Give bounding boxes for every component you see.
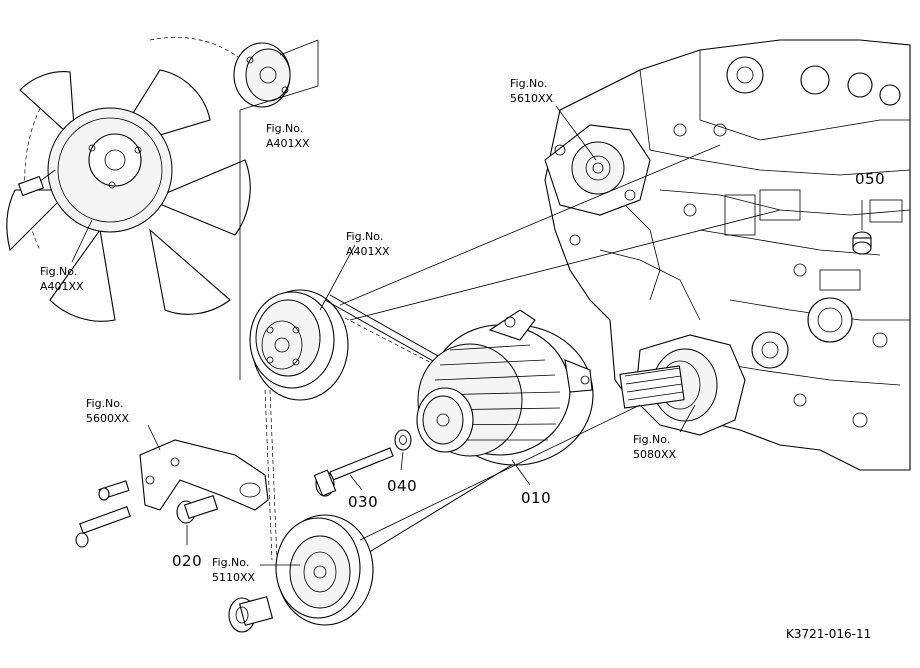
part-number-050: 050 <box>855 170 885 188</box>
crank-bolt <box>228 596 274 633</box>
callout-line1: Fig.No. <box>40 265 77 278</box>
callout-line1: Fig.No. <box>346 230 383 243</box>
callout-line1: Fig.No. <box>266 122 303 135</box>
callout-line2: A401XX <box>266 137 310 150</box>
part-040-washer <box>394 429 412 451</box>
part-number-040: 040 <box>387 477 417 495</box>
drawing-reference: K3721-016-11 <box>786 627 871 641</box>
part-020-bolt <box>176 495 219 524</box>
callout-crank: Fig.No. 5110XX <box>212 556 256 584</box>
crankshaft-pulley <box>275 514 374 626</box>
callout-line2: 5110XX <box>212 571 256 584</box>
bracket-bolts <box>75 480 131 548</box>
callout-line1: Fig.No. <box>510 77 547 90</box>
callout-gearcase: Fig.No. 5080XX <box>633 433 677 461</box>
callout-line2: 5610XX <box>510 92 554 105</box>
callout-line2: A401XX <box>346 245 390 258</box>
callout-line1: Fig.No. <box>212 556 249 569</box>
callout-waterpump: Fig.No. 5610XX <box>510 77 554 105</box>
part-number-020: 020 <box>172 552 202 570</box>
callout-line2: A401XX <box>40 280 84 293</box>
callout-line2: 5600XX <box>86 412 130 425</box>
callout-line2: 5080XX <box>633 448 677 461</box>
callout-bracket: Fig.No. 5600XX <box>86 397 130 425</box>
part-050-bolt <box>852 231 872 255</box>
part-number-010: 010 <box>521 489 551 507</box>
callout-fan-left: Fig.No. A401XX <box>40 265 84 293</box>
leader-lines <box>71 39 863 566</box>
fan-pulley <box>249 289 349 401</box>
callout-pulley: Fig.No. A401XX <box>346 230 390 258</box>
fan-spacer <box>233 42 291 108</box>
water-pump-flange <box>544 124 651 216</box>
cooling-fan <box>6 37 261 322</box>
callout-line1: Fig.No. <box>86 397 123 410</box>
callout-fan-top: Fig.No. A401XX <box>266 122 310 150</box>
part-030-bolt <box>313 447 394 497</box>
part-number-030: 030 <box>348 493 378 511</box>
part-010-alternator <box>416 309 594 466</box>
alternator-bracket <box>139 439 269 511</box>
gear-case-boss <box>619 334 746 436</box>
callout-line1: Fig.No. <box>633 433 670 446</box>
